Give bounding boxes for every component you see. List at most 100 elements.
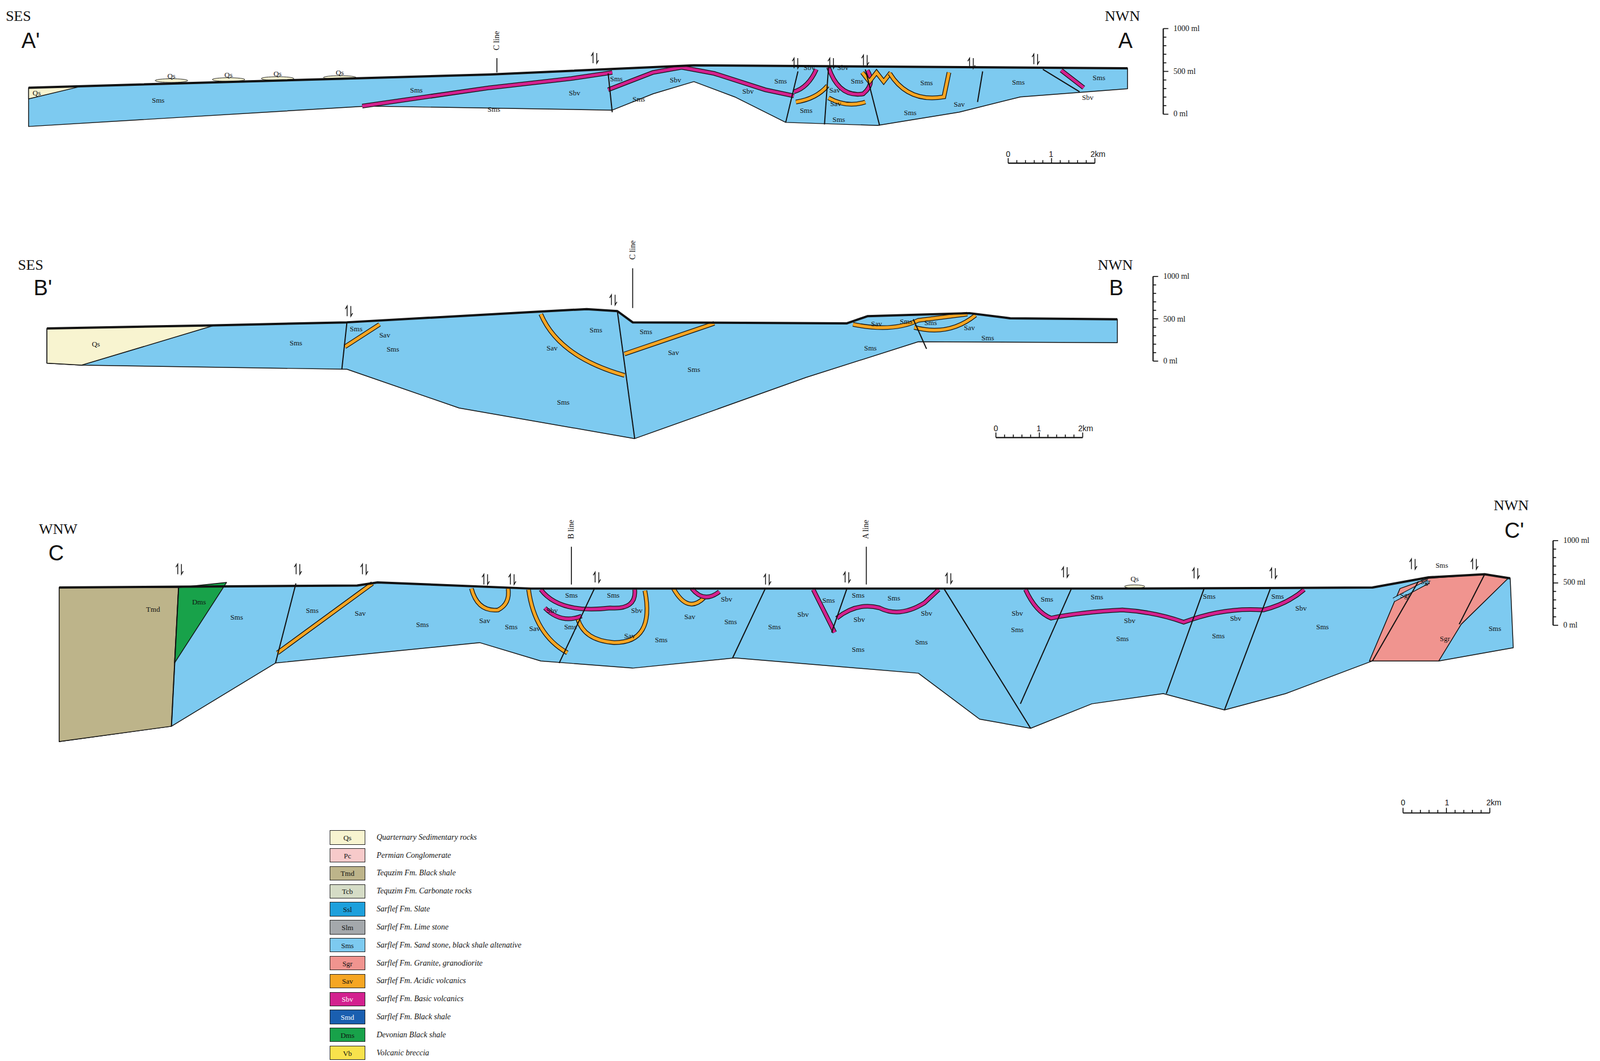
elevation-label: 1000 ml <box>1563 536 1590 545</box>
unit-label: Sms <box>899 317 913 326</box>
legend-code: Smd <box>340 1013 354 1021</box>
distance-label: 1 <box>1036 424 1042 433</box>
unit-label: Sms <box>565 591 578 599</box>
scale-tick <box>1152 343 1156 345</box>
black-shale-unit <box>59 587 179 742</box>
unit-label: Sbv <box>568 89 580 97</box>
legend-code: Sbv <box>341 995 353 1004</box>
legend-code: Sav <box>342 977 354 986</box>
scale-tick <box>1064 434 1066 438</box>
scale-tick <box>1030 434 1032 438</box>
acidic-volcanic-band-outline <box>471 588 509 611</box>
direction-label: SES <box>5 9 32 24</box>
unit-label: Sgr <box>1400 591 1411 599</box>
distance-label: 2km <box>1078 424 1094 433</box>
leader-line <box>570 547 572 585</box>
unit-label: Sms <box>800 106 813 115</box>
basic-volcanic-band <box>836 589 939 619</box>
acidic-volcanic-band <box>344 324 380 348</box>
scale-tick <box>1553 591 1556 593</box>
unit-label: Sms <box>589 325 602 334</box>
elevation-label: 500 ml <box>1563 578 1586 587</box>
scale-tick <box>1553 574 1556 576</box>
unit-label: Sbv <box>1124 616 1136 624</box>
scale-tick <box>1047 434 1049 438</box>
fault-line <box>831 588 847 633</box>
scale-tick <box>1463 810 1465 813</box>
legend-text: Permian Conglomerate <box>376 851 452 860</box>
distance-label: 1 <box>1048 150 1054 159</box>
scale-tick <box>1553 548 1556 550</box>
ground-surface <box>28 65 1129 89</box>
section-marker: A line <box>862 519 871 540</box>
scale-tick <box>1163 88 1166 90</box>
unit-label: Sav <box>529 624 541 633</box>
basic-volcanic-band <box>1061 70 1084 89</box>
legend-text: Sarflef Fm. Lime stone <box>376 923 449 932</box>
fault-line <box>617 311 635 439</box>
unit-label: Sms <box>1316 622 1329 631</box>
unit-label: Sms <box>409 86 423 94</box>
unit-label: Sbv <box>720 595 733 603</box>
unit-label: Sav <box>623 632 636 640</box>
section-letter: C' <box>1504 519 1525 542</box>
fault-arrow <box>1269 568 1278 579</box>
unit-label: Sbv <box>631 606 643 614</box>
scale-tick <box>1163 62 1166 64</box>
basic-volcanic-band-outline <box>836 589 939 619</box>
acidic-volcanic-band-outline <box>577 590 648 643</box>
fault-arrow <box>1409 558 1418 570</box>
unit-label: Sms <box>724 617 737 625</box>
acidic-volcanic-band <box>277 583 373 654</box>
scale-tick <box>1094 158 1096 164</box>
legend-text: Sarflef Fm. Granite, granodiorite <box>376 959 483 968</box>
unit-label: Sav <box>667 348 680 356</box>
basic-volcanic-band-outline <box>812 589 835 633</box>
basic-volcanic-band <box>828 67 871 95</box>
basic-volcanic-band <box>812 589 835 633</box>
unit-label: Sms <box>822 596 835 604</box>
section-marker: C line <box>628 240 637 260</box>
unit-label: Sav <box>829 86 841 94</box>
direction-label: WNW <box>38 522 78 537</box>
scale-tick <box>1152 293 1156 295</box>
unit-label: Sms <box>920 79 933 87</box>
unit-label: Sbv <box>1295 604 1307 612</box>
scale-tick <box>1042 160 1044 164</box>
unit-label: Sms <box>774 76 787 85</box>
devonian-shale-unit <box>174 582 227 664</box>
unit-label: Sms <box>609 75 623 83</box>
legend-text: Sarflef Fm. Black shale <box>376 1013 451 1022</box>
unit-label: Sms <box>924 318 937 327</box>
fault-line <box>1042 69 1080 93</box>
scale-tick <box>1007 158 1009 164</box>
unit-label: Sms <box>1090 593 1104 601</box>
section-marker: B line <box>567 519 576 540</box>
section-letter: C <box>48 542 64 565</box>
leader-line <box>632 268 634 308</box>
basic-volcanic-band-outline <box>608 67 794 96</box>
fault-arrow <box>593 572 601 583</box>
legend-code: Slm <box>341 923 354 931</box>
basic-volcanic-band-outline <box>1025 589 1304 623</box>
distance-label: 0 <box>993 424 999 433</box>
unit-label: Sav <box>684 612 696 620</box>
sandstone-shale-unit <box>28 65 1129 127</box>
unit-label: Sms <box>556 398 570 406</box>
basic-volcanic-band-outline <box>1061 70 1084 89</box>
acidic-volcanic-band <box>540 314 625 376</box>
unit-label: Sms <box>639 328 653 336</box>
unit-label: Sms <box>289 339 303 347</box>
quaternary-lens <box>155 79 189 83</box>
unit-label: Sms <box>887 594 900 602</box>
fault-arrow <box>828 58 836 69</box>
elevation-label: 0 ml <box>1163 357 1178 366</box>
distance-label: 0 <box>1400 798 1406 807</box>
fault-line <box>1459 574 1485 625</box>
legend-text: Volcanic breccia <box>376 1049 430 1058</box>
acidic-volcanic-band <box>796 85 828 103</box>
legend-code: Sgr <box>342 959 353 968</box>
legend-text: Tequzim Fm. Black shale <box>376 869 456 878</box>
